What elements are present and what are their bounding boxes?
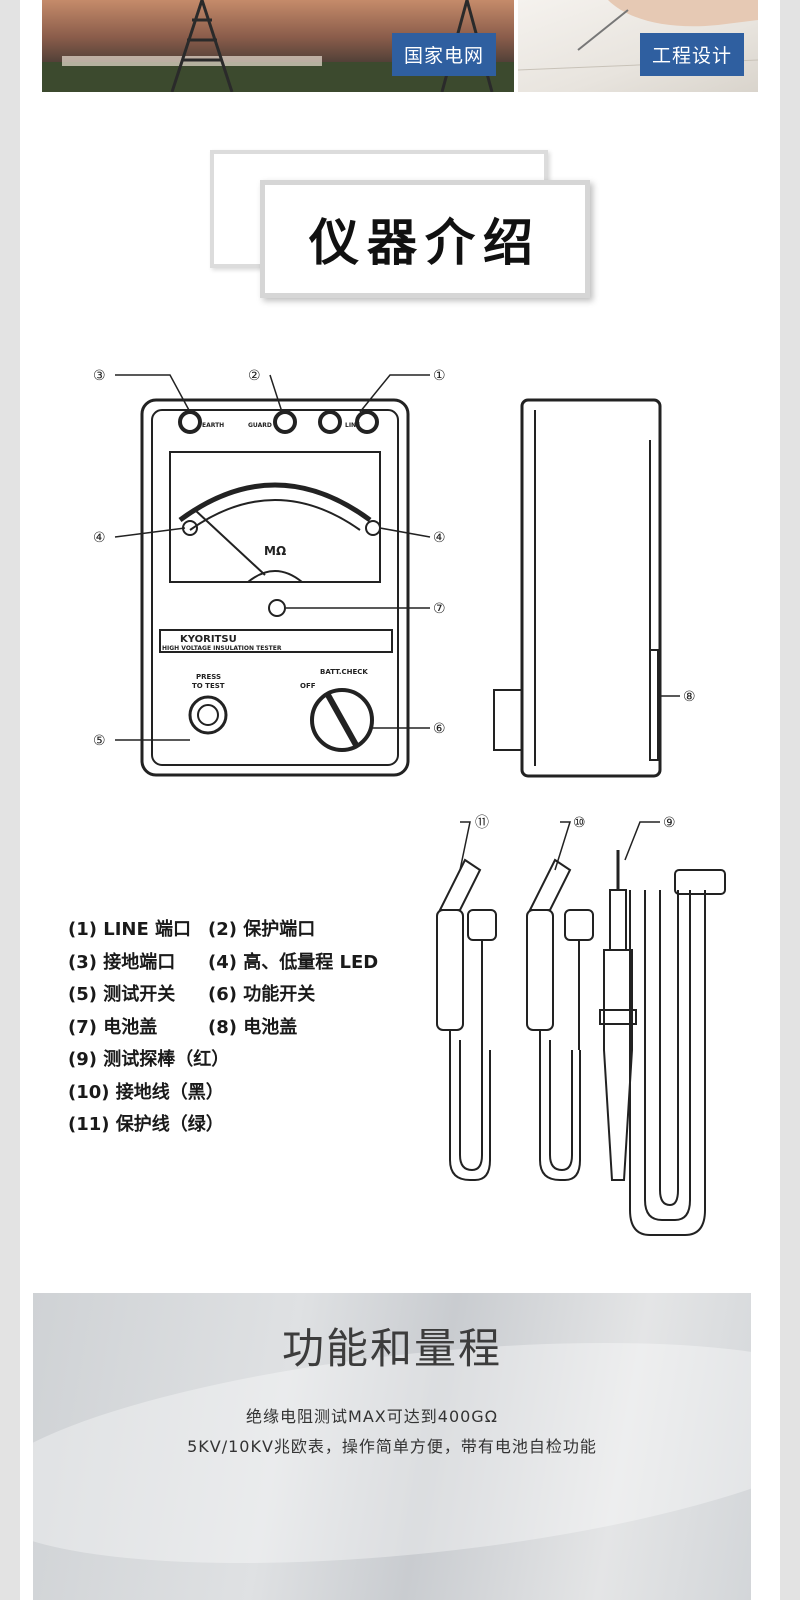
function-switch — [310, 688, 374, 752]
callout-3: ③ — [93, 368, 106, 384]
off-label: OFF — [300, 682, 316, 690]
legend-item: (4) 高、低量程 LED — [208, 951, 379, 973]
callout-9: ⑨ — [663, 815, 676, 831]
legend-row: (7) 电池盖 (8) 电池盖 — [68, 1010, 408, 1043]
brand-label: KYORITSU — [180, 634, 237, 645]
side-connector — [493, 689, 523, 751]
banner-tag-engineering[interactable]: 工程设计 — [639, 33, 744, 76]
line-label: LINE — [345, 422, 360, 429]
range-led-right — [365, 520, 381, 536]
instrument-diagram-drawing: ③ ② ① ④ ④ ⑦ ⑤ ⑥ ⑧ ⑪ ⑩ ⑨ EARTH GUARD LINE… — [93, 368, 726, 1236]
legend-item: (11) 保护线（绿） — [68, 1114, 224, 1136]
batt-check-label: BATT.CHECK — [320, 668, 368, 676]
page: 国家电网 工程设计 仪器介绍 — [20, 0, 780, 1600]
earth-lead — [526, 858, 594, 1181]
legend-item: (7) 电池盖 — [68, 1016, 158, 1038]
callout-1: ① — [433, 368, 446, 384]
callout-4-right: ④ — [433, 530, 446, 546]
callout-6: ⑥ — [433, 721, 446, 737]
instrument-front-body — [140, 398, 410, 777]
legend-item: (2) 保护端口 — [208, 919, 316, 941]
to-test-label: TO TEST — [192, 682, 225, 690]
features-line-1: 绝缘电阻测试MAX可达到400GΩ — [246, 1407, 498, 1426]
legend-row: (10) 接地线（黑） — [68, 1075, 408, 1108]
legend-item: (8) 电池盖 — [208, 1016, 298, 1038]
legend-row: (5) 测试开关 (6) 功能开关 — [68, 977, 408, 1010]
callout-7: ⑦ — [433, 601, 446, 617]
battery-cover-screw — [268, 599, 286, 617]
meter-window — [169, 451, 381, 583]
guard-label: GUARD — [248, 422, 272, 429]
legend-row: (11) 保护线（绿） — [68, 1107, 408, 1140]
earth-label: EARTH — [202, 422, 224, 429]
callout-10: ⑩ — [573, 815, 586, 831]
features-line-2: 5KV/10KV兆欧表，操作简单方便，带有电池自检功能 — [187, 1437, 597, 1456]
callout-8: ⑧ — [683, 689, 696, 705]
legend-item: (1) LINE 端口 — [68, 919, 192, 941]
battery-cover-side — [649, 649, 659, 761]
guard-terminal — [273, 410, 297, 434]
banner-image-power-grid: 国家电网 — [42, 0, 514, 92]
test-switch — [188, 695, 228, 735]
callout-4-left: ④ — [93, 530, 106, 546]
features-title: 功能和量程 — [281, 1324, 502, 1373]
callout-11: ⑪ — [475, 815, 489, 831]
banner-image-engineering-design: 工程设计 — [518, 0, 758, 92]
unit-label: MΩ — [264, 544, 286, 558]
legend-item: (9) 测试探棒（红） — [68, 1049, 230, 1071]
legend-item: (5) 测试开关 — [68, 984, 176, 1006]
line-terminal-a — [318, 410, 342, 434]
guard-lead — [436, 858, 497, 1181]
earth-terminal — [178, 410, 202, 434]
callout-2: ② — [248, 368, 261, 384]
legend-row: (3) 接地端口 (4) 高、低量程 LED — [68, 945, 408, 978]
features-section: 功能和量程 绝缘电阻测试MAX可达到400GΩ 5KV/10KV兆欧表，操作简单… — [33, 1293, 751, 1600]
instrument-side-body — [520, 398, 662, 778]
line-terminal-b — [355, 410, 379, 434]
range-led-left — [182, 520, 198, 536]
legend-item: (3) 接地端口 — [68, 951, 176, 973]
press-label: PRESS — [196, 673, 221, 681]
meter-scale — [178, 482, 372, 523]
part-legend: (1) LINE 端口 (2) 保护端口 (3) 接地端口 (4) 高、低量程 … — [68, 912, 408, 1140]
callout-5: ⑤ — [93, 733, 106, 749]
legend-item: (6) 功能开关 — [208, 984, 316, 1006]
legend-item: (10) 接地线（黑） — [68, 1081, 224, 1103]
banner-tag-state-grid[interactable]: 国家电网 — [391, 33, 496, 76]
test-probe-lead — [599, 850, 726, 1236]
model-label: HIGH VOLTAGE INSULATION TESTER — [162, 645, 282, 652]
title-frame: 仪器介绍 — [260, 180, 590, 298]
section-title: 仪器介绍 — [309, 214, 541, 272]
legend-row: (1) LINE 端口 (2) 保护端口 — [68, 912, 408, 945]
legend-row: (9) 测试探棒（红） — [68, 1042, 408, 1075]
meter-needle — [194, 509, 266, 576]
instrument-diagram: ③ ② ① ④ ④ ⑦ ⑤ ⑥ ⑧ ⑪ ⑩ ⑨ EARTH GUARD LINE… — [20, 350, 780, 1250]
